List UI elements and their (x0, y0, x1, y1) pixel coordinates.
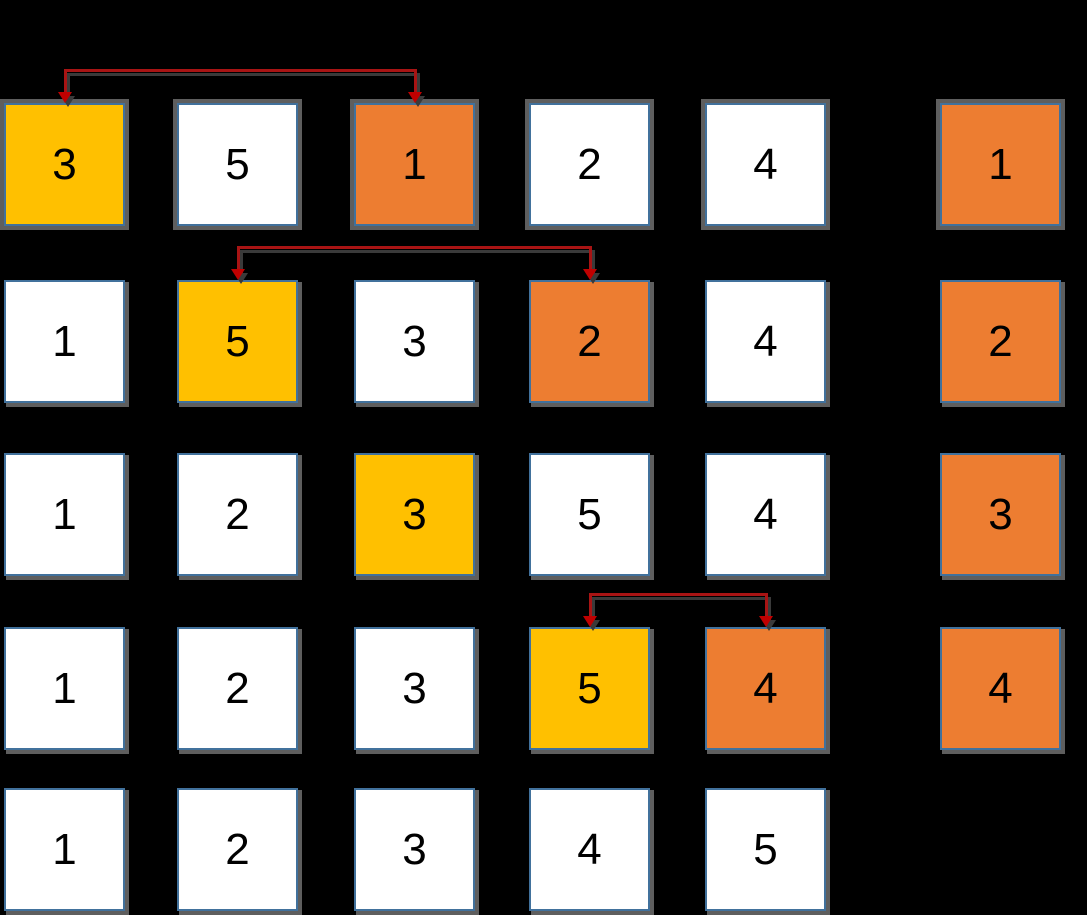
cell-value: 5 (577, 663, 602, 713)
cell-value: 2 (577, 316, 602, 366)
cell-value: 1 (402, 139, 427, 189)
cell-value: 5 (753, 824, 778, 874)
arrow-line (63, 69, 67, 94)
cell-value: 4 (753, 316, 778, 366)
cell-value: 1 (52, 316, 77, 366)
cell-value: 2 (577, 139, 602, 189)
cell-value: 2 (988, 316, 1013, 366)
array-cell: 4 (705, 627, 826, 750)
result-cell: 2 (940, 280, 1061, 403)
cell-value: 3 (402, 316, 427, 366)
cell-value: 4 (753, 139, 778, 189)
arrow-head-icon (758, 616, 773, 627)
array-cell: 2 (529, 280, 650, 403)
cell-value: 3 (988, 489, 1013, 539)
cell-value: 5 (225, 139, 250, 189)
array-cell: 4 (705, 453, 826, 576)
array-cell: 4 (705, 103, 826, 226)
cell-value: 1 (52, 824, 77, 874)
cell-value: 4 (753, 489, 778, 539)
arrow-line (236, 246, 592, 249)
array-cell: 3 (354, 453, 475, 576)
result-cell: 4 (940, 627, 1061, 750)
array-cell: 3 (354, 280, 475, 403)
cell-value: 4 (988, 663, 1013, 713)
cell-value: 5 (225, 316, 250, 366)
arrow-head-icon (407, 92, 422, 103)
array-cell: 4 (529, 788, 650, 911)
array-cell: 2 (177, 453, 298, 576)
arrow-line (588, 593, 592, 618)
arrow-line (588, 593, 768, 596)
cell-value: 2 (225, 663, 250, 713)
arrow-line (588, 246, 592, 271)
result-cell: 3 (940, 453, 1061, 576)
array-cell: 1 (4, 627, 125, 750)
arrow-head-icon (57, 92, 72, 103)
array-cell: 5 (177, 280, 298, 403)
array-cell: 1 (354, 103, 475, 226)
cell-value: 5 (577, 489, 602, 539)
array-cell: 2 (529, 103, 650, 226)
arrow-line (764, 593, 768, 618)
arrow-line (63, 69, 417, 72)
array-cell: 3 (4, 103, 125, 226)
array-cell: 5 (529, 453, 650, 576)
array-cell: 1 (4, 453, 125, 576)
cell-value: 3 (402, 489, 427, 539)
result-cell: 1 (940, 103, 1061, 226)
arrow-head-icon (582, 616, 597, 627)
array-cell: 5 (177, 103, 298, 226)
array-cell: 5 (705, 788, 826, 911)
array-cell: 3 (354, 627, 475, 750)
cell-value: 1 (52, 663, 77, 713)
array-cell: 4 (705, 280, 826, 403)
arrow-head-icon (582, 269, 597, 280)
array-cell: 3 (354, 788, 475, 911)
cell-value: 3 (402, 663, 427, 713)
cell-value: 3 (402, 824, 427, 874)
cell-value: 3 (52, 139, 77, 189)
arrow-line (413, 69, 417, 94)
array-cell: 2 (177, 788, 298, 911)
array-cell: 2 (177, 627, 298, 750)
array-cell: 1 (4, 788, 125, 911)
arrow-head-icon (230, 269, 245, 280)
array-cell: 5 (529, 627, 650, 750)
cell-value: 4 (577, 824, 602, 874)
array-cell: 1 (4, 280, 125, 403)
cell-value: 4 (753, 663, 778, 713)
cell-value: 1 (988, 139, 1013, 189)
cell-value: 2 (225, 489, 250, 539)
cell-value: 2 (225, 824, 250, 874)
arrow-line (236, 246, 240, 271)
cell-value: 1 (52, 489, 77, 539)
